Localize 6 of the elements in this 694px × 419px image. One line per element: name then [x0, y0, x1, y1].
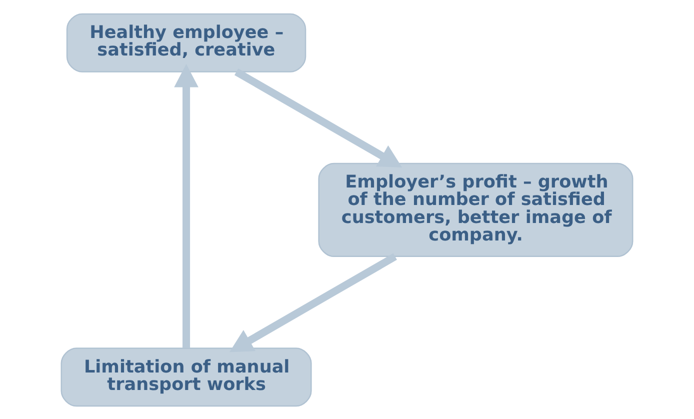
arrow — [229, 252, 397, 352]
arrow — [234, 68, 402, 168]
node-box: Employer’s profit – growth of the number of satisfied customers, better image of company. — [318, 162, 634, 257]
arrow — [174, 64, 198, 348]
node-box: Healthy employee – satisfied, creative — [66, 12, 306, 72]
node-box: Limitation of manual transport works — [60, 347, 312, 406]
